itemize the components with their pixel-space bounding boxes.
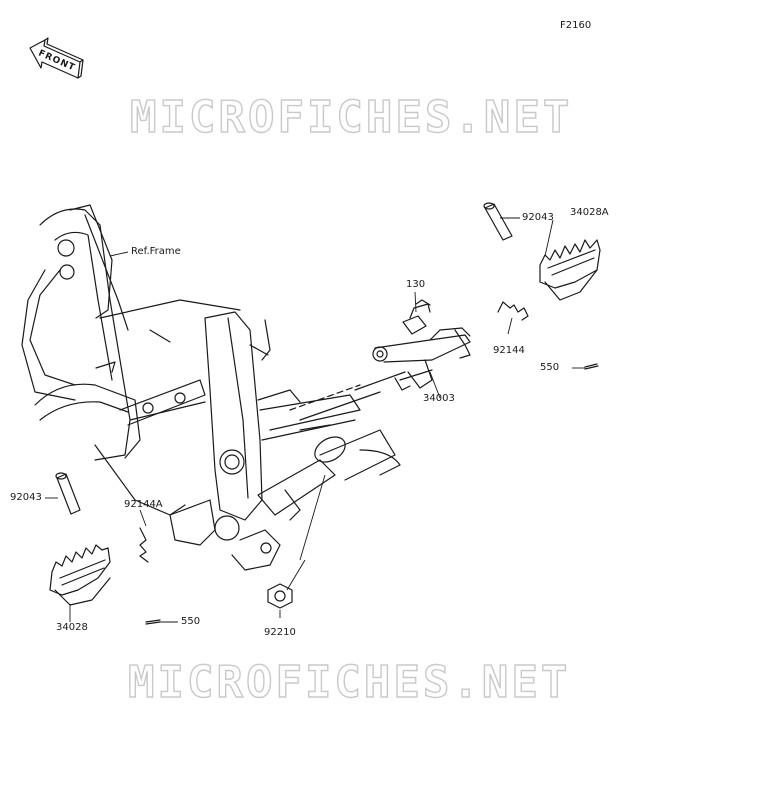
callout-92144A: 92144A	[124, 499, 163, 510]
pin-92043-right	[483, 202, 513, 241]
footpeg-34028A	[539, 239, 601, 301]
callout-92043-right: 92043	[522, 212, 554, 223]
callout-92144: 92144	[493, 345, 525, 356]
frame-reference-label: Ref.Frame	[131, 246, 181, 257]
callout-92210: 92210	[264, 627, 296, 638]
callout-550-right: 550	[540, 362, 560, 373]
footpeg-34028	[49, 544, 111, 606]
cotter-pin-550-left	[145, 619, 161, 625]
callout-130: 130	[406, 279, 426, 290]
callout-34028: 34028	[56, 622, 88, 633]
pin-92043-left	[55, 472, 81, 515]
cotter-pin-550-right	[584, 363, 599, 370]
nut-92210	[267, 583, 293, 609]
callout-550-left: 550	[181, 616, 201, 627]
callout-92043-left: 92043	[10, 492, 42, 503]
bolt-130	[402, 299, 431, 335]
frame-drawing	[21, 204, 401, 571]
spring-92144	[497, 301, 529, 321]
watermark-top: MICROFICHES.NET	[129, 91, 573, 143]
callout-34003: 34003	[423, 393, 455, 404]
spring-92144A	[139, 527, 149, 563]
callout-34028A: 34028A	[570, 207, 609, 218]
front-arrow-icon	[29, 37, 84, 79]
watermark-bottom: MICROFICHES.NET	[127, 656, 571, 708]
brake-pedal-34003	[289, 327, 471, 421]
figure-code: F2160	[560, 20, 592, 31]
